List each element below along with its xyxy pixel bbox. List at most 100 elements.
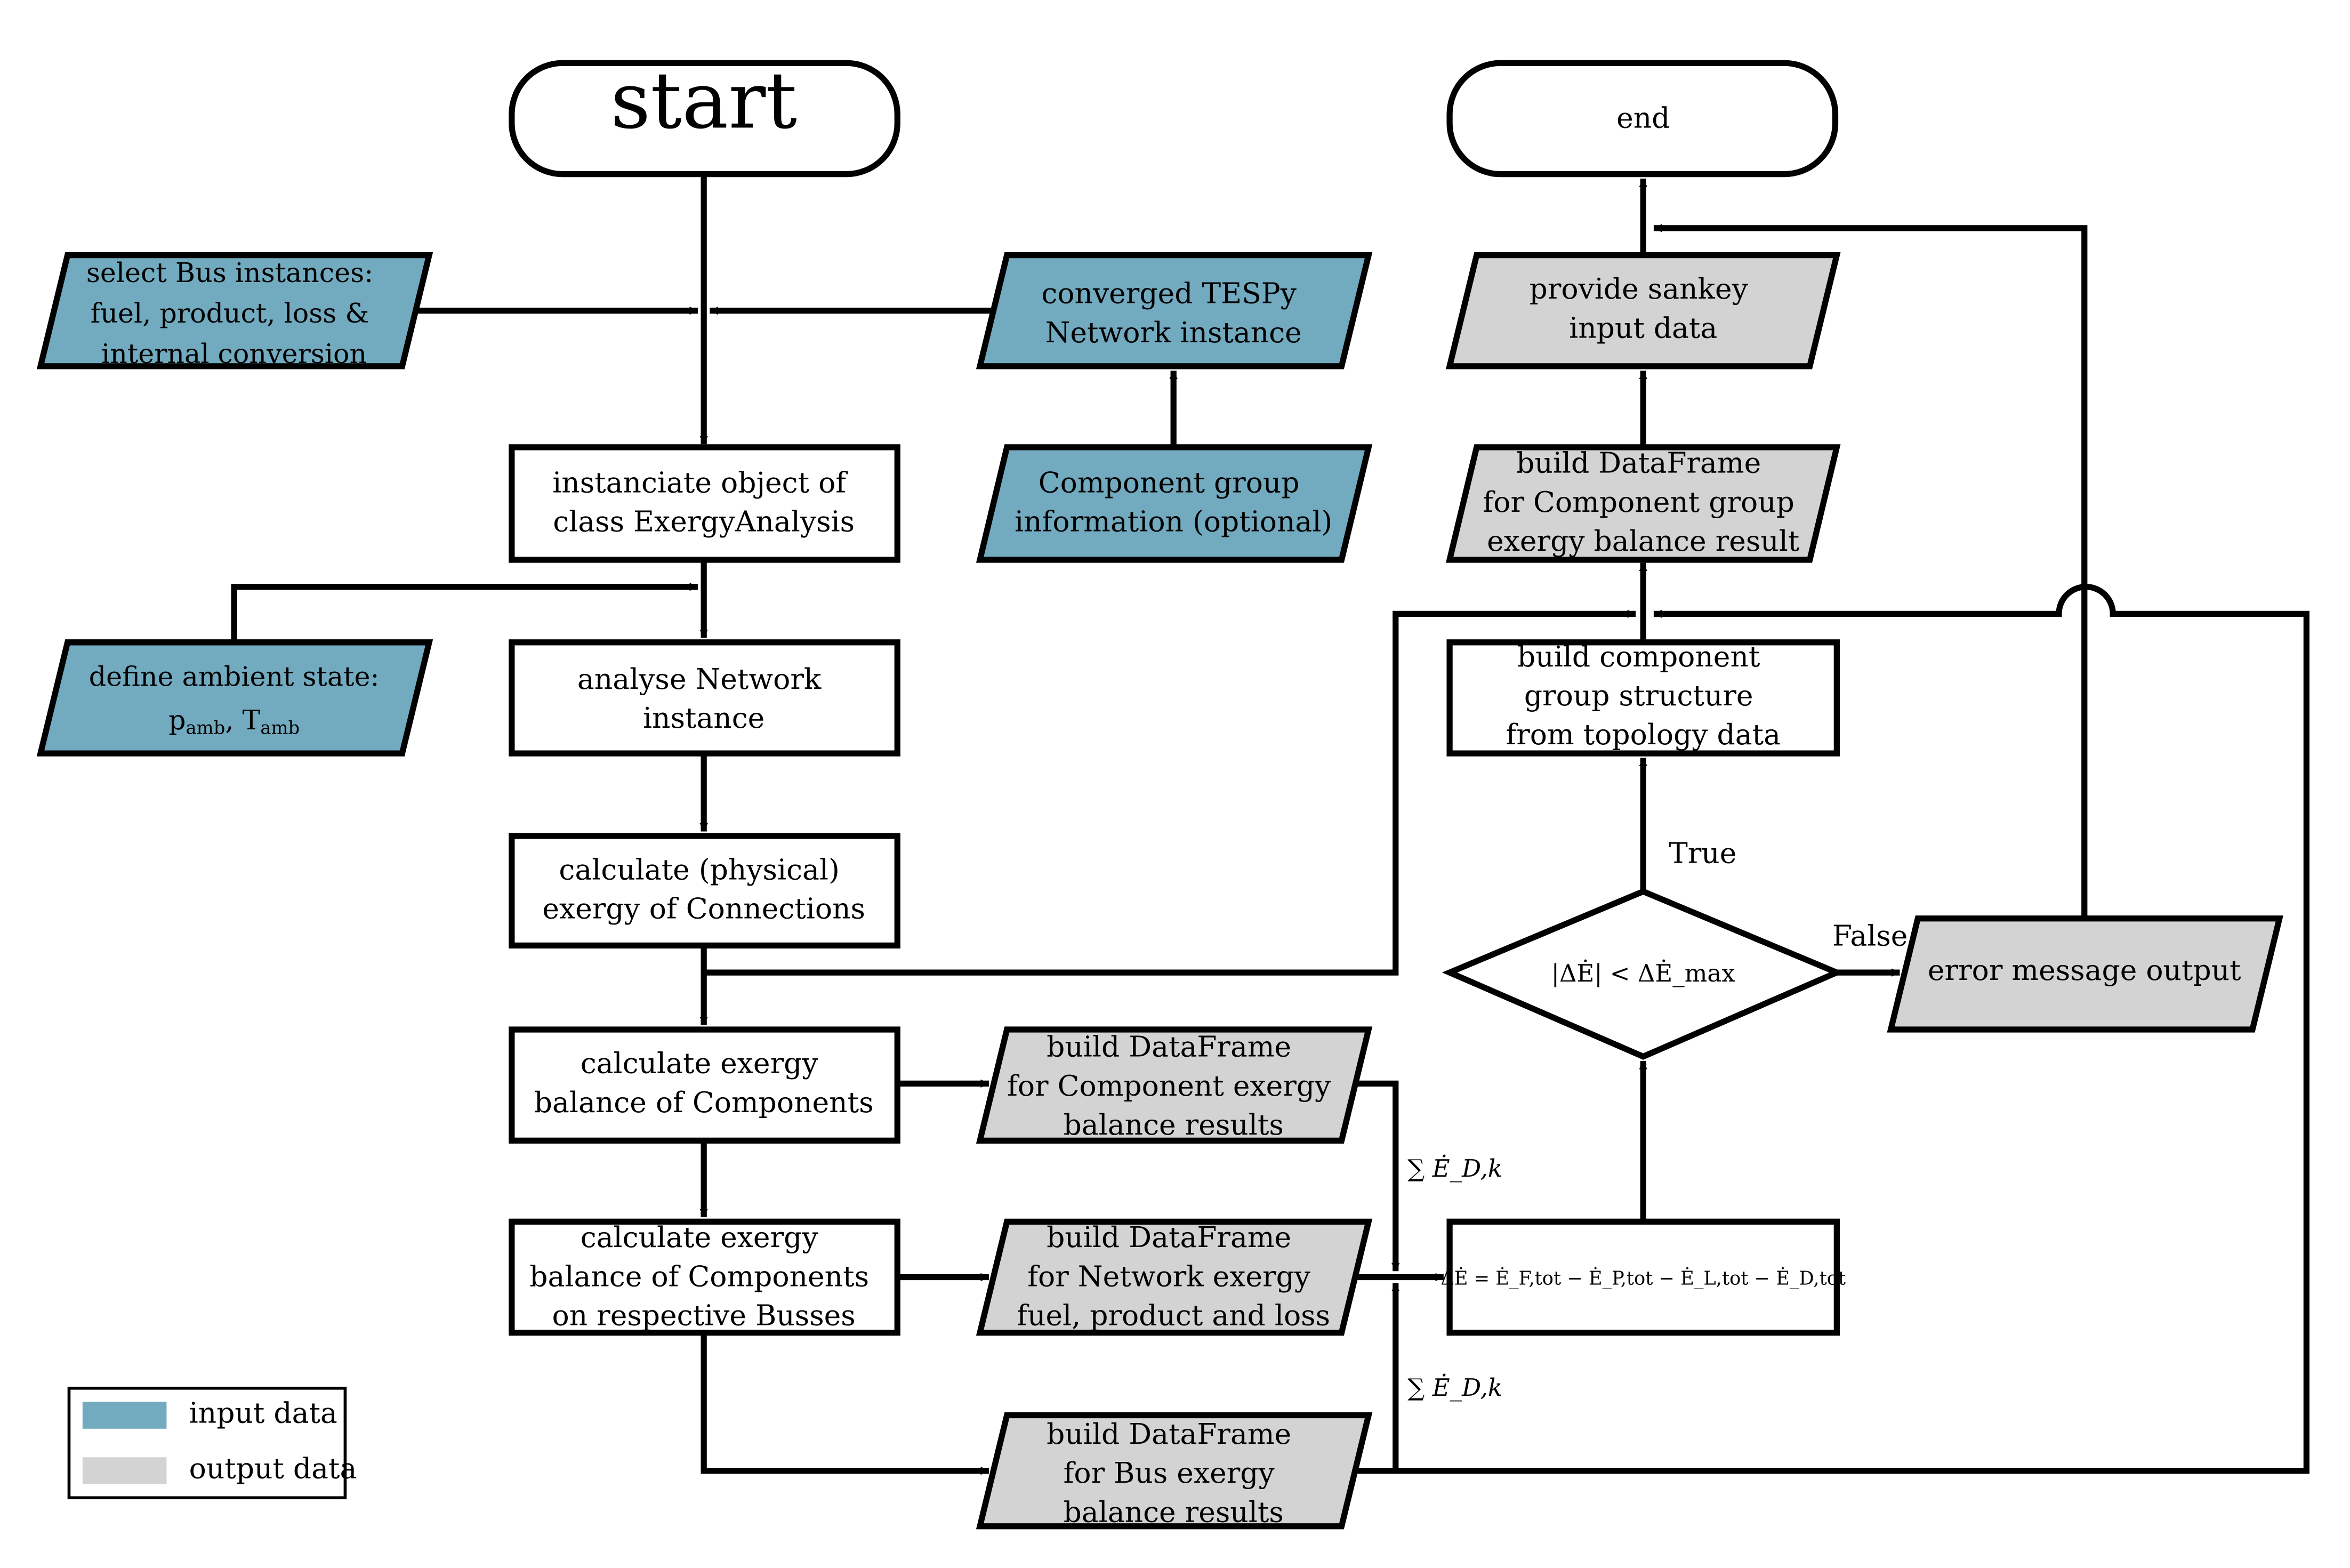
start-label: start (610, 55, 797, 146)
busses-line-2: balance of Components (529, 1259, 869, 1293)
group-structure-text: build component group structure from top… (1506, 640, 1781, 751)
legend-output-swatch (82, 1457, 167, 1484)
node-calc-components: calculate exergy balance of Components (509, 1026, 900, 1144)
df-component-line-2: for Component exergy (1007, 1069, 1331, 1103)
terminator-shape (1446, 60, 1839, 178)
node-define-ambient: define ambient state: pamb, Tamb (36, 639, 433, 757)
df-bus-line-2: for Bus exergy (1064, 1456, 1275, 1490)
group-info-text: Component group information (optional) (1015, 465, 1332, 538)
decision-text: |ΔĖ| < ΔĖ_max (1551, 959, 1735, 987)
output-shape (1445, 252, 1841, 369)
ambient-t-sub: amb (260, 718, 300, 738)
edge-busses-to-df-bus (701, 1332, 989, 1475)
df-group-line-1: build DataFrame (1516, 446, 1761, 480)
group-structure-line-1: build component (1517, 640, 1760, 673)
ambient-line-2: pamb, Tamb (168, 704, 300, 738)
physical-line-1: calculate (physical) (559, 853, 839, 887)
sankey-line-2: input data (1569, 311, 1717, 344)
legend-input-swatch (82, 1402, 167, 1429)
balance-equation-text: ΔĖ = Ė_F,tot − Ė_P,tot − Ė_L,tot − Ė_D,t… (1440, 1267, 1846, 1290)
process-shape (1446, 639, 1840, 757)
node-df-network: build DataFrame for Network exergy fuel,… (976, 1218, 1373, 1336)
df-group-line-2: for Component group (1483, 485, 1794, 519)
df-bus-line-1: build DataFrame (1047, 1417, 1291, 1451)
node-instanciate: instanciate object of class ExergyAnalys… (509, 444, 900, 563)
ambient-p: p (168, 704, 186, 736)
process-shape (509, 833, 900, 949)
sum-ed-upper-label: ∑ Ė_D,k (1407, 1154, 1502, 1183)
node-component-group-info: Component group information (optional) (976, 444, 1373, 563)
output-shape (1887, 915, 2283, 1033)
legend-input-label: input data (189, 1396, 337, 1430)
node-end: end (1446, 60, 1839, 178)
node-df-component: build DataFrame for Component exergy bal… (976, 1026, 1373, 1144)
df-group-line-3: exergy balance result (1487, 524, 1800, 558)
df-component-text: build DataFrame for Component exergy bal… (1007, 1030, 1340, 1141)
output-shape (976, 1026, 1373, 1144)
ambient-p-sub: amb (186, 718, 226, 738)
select-bus-line-2: fuel, product, loss & (91, 297, 369, 329)
df-group-text: build DataFrame for Component group exer… (1483, 446, 1804, 558)
process-shape (1446, 1218, 1840, 1336)
true-label: True (1669, 837, 1736, 870)
df-network-line-2: for Network exergy (1027, 1259, 1311, 1293)
select-bus-text: select Bus instances: fuel, product, los… (86, 257, 382, 369)
node-df-group: build DataFrame for Component group exer… (1445, 444, 1841, 563)
end-label: end (1616, 101, 1670, 134)
edge-df-bus-to-group-dataframe (1395, 584, 2309, 1474)
node-sankey: provide sankey input data (1445, 252, 1841, 369)
edge-error-to-end (1653, 224, 2088, 919)
edge-branch-to-group-dataframe (704, 609, 1636, 976)
node-build-group-structure: build component group structure from top… (1446, 639, 1840, 757)
instanciate-line-1: instanciate object of (552, 465, 848, 499)
node-select-bus: select Bus instances: fuel, product, los… (36, 252, 433, 369)
node-decision: |ΔĖ| < ΔĖ_max (1442, 888, 1845, 1060)
node-balance-equation: ΔĖ = Ė_F,tot − Ė_P,tot − Ė_L,tot − Ė_D,t… (1440, 1218, 1846, 1336)
physical-text: calculate (physical) exergy of Connectio… (542, 853, 865, 926)
legend: input data output data (67, 1386, 357, 1500)
node-analyse: analyse Network instance (509, 639, 900, 757)
false-label: False (1832, 919, 1908, 952)
ambient-sep: , (225, 704, 242, 736)
physical-line-2: exergy of Connections (542, 892, 865, 926)
node-calc-busses: calculate exergy balance of Components o… (509, 1218, 900, 1336)
select-bus-line-3: internal conversion (101, 338, 367, 369)
decision-shape (1442, 888, 1845, 1060)
group-info-line-2: information (optional) (1015, 505, 1332, 538)
output-shape (976, 1218, 1373, 1336)
components-line-1: calculate exergy (581, 1047, 819, 1080)
input-shape (36, 252, 433, 369)
process-shape (509, 444, 900, 563)
edge-df-component-to-balance (1353, 1080, 1400, 1272)
df-network-line-1: build DataFrame (1047, 1220, 1291, 1254)
node-start: start (509, 55, 900, 178)
df-bus-text: build DataFrame for Bus exergy balance r… (1047, 1417, 1300, 1529)
sankey-text: provide sankey input data (1530, 272, 1757, 344)
node-converged: converged TESPy Network instance (976, 252, 1373, 369)
converged-line-2: Network instance (1045, 316, 1302, 349)
input-shape (36, 639, 433, 757)
legend-output-label: output data (189, 1452, 357, 1485)
process-shape (509, 639, 900, 757)
edge-ambient-to-analyse (231, 582, 698, 642)
connectors (231, 174, 2309, 1475)
error-output-label: error message output (1928, 953, 2241, 987)
output-shape (976, 1412, 1373, 1530)
sankey-line-1: provide sankey (1530, 272, 1749, 305)
instanciate-text: instanciate object of class ExergyAnalys… (552, 465, 855, 538)
group-info-line-1: Component group (1039, 465, 1300, 499)
converged-text: converged TESPy Network instance (1041, 277, 1306, 349)
analyse-line-2: instance (643, 701, 764, 735)
busses-line-1: calculate exergy (581, 1220, 819, 1254)
df-bus-line-3: balance results (1064, 1495, 1284, 1529)
ambient-line-1: define ambient state: (89, 661, 380, 692)
components-text: calculate exergy balance of Components (534, 1047, 874, 1119)
analyse-text: analyse Network instance (577, 662, 830, 735)
node-calc-physical: calculate (physical) exergy of Connectio… (509, 833, 900, 949)
select-bus-line-1: select Bus instances: (86, 257, 373, 288)
busses-text: calculate exergy balance of Components o… (529, 1220, 878, 1332)
df-component-line-3: balance results (1064, 1108, 1284, 1141)
group-structure-line-2: group structure (1524, 679, 1753, 712)
